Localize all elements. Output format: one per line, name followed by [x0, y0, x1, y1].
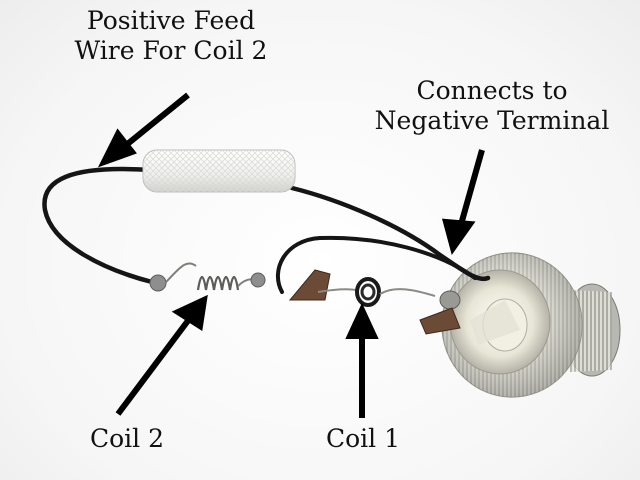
label-negative-line2: Negative Terminal: [374, 106, 610, 135]
label-positive-feed: Positive Feed Wire For Coil 2: [40, 6, 302, 66]
label-positive-feed-line2: Wire For Coil 2: [74, 36, 268, 65]
coil-2: [149, 262, 266, 292]
copper-tab: [288, 269, 331, 301]
solder-blob: [439, 290, 461, 310]
label-negative-line1: Connects to: [416, 76, 568, 105]
arrow-feed: [118, 92, 190, 153]
annotation-arrows: [97, 92, 485, 418]
black-wire: [275, 235, 477, 294]
black-wire: [42, 166, 155, 285]
label-negative-terminal: Connects to Negative Terminal: [348, 76, 636, 136]
arrow-negative-head: [441, 218, 476, 255]
arrow-negative: [457, 149, 485, 229]
label-coil-2: Coil 2: [89, 424, 165, 453]
arrow-coil2-head: [171, 294, 208, 331]
coil-1: [317, 277, 436, 307]
label-coil-1: Coil 1: [325, 424, 401, 453]
white-braided-sleeve: [142, 149, 296, 193]
copper-tab: [419, 307, 461, 335]
arrow-coil2: [115, 316, 193, 416]
arrow-feed-head: [97, 128, 137, 168]
arrow-coil1-head: [345, 302, 379, 339]
label-positive-feed-line1: Positive Feed: [86, 6, 256, 35]
silver-socket: [441, 252, 621, 398]
